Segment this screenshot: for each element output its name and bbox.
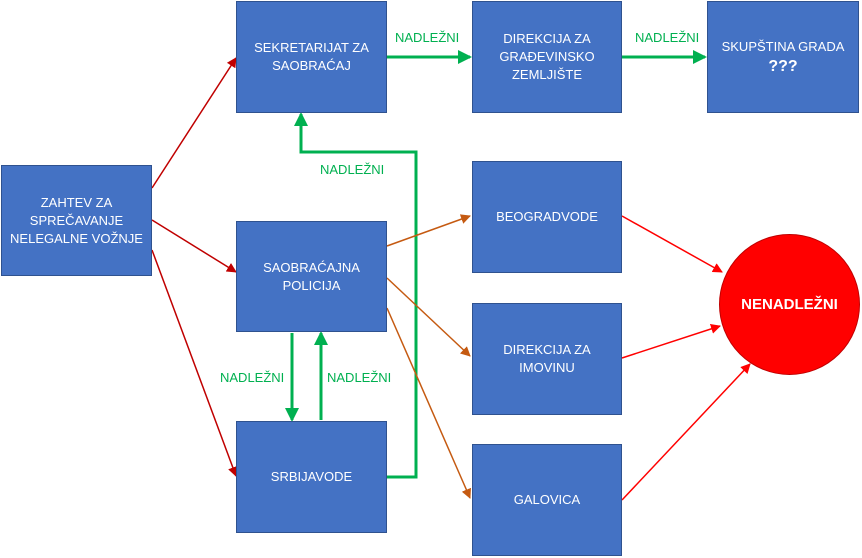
node-galovica: GALOVICA <box>472 444 622 556</box>
skupstina-label: SKUPŠTINA GRADA <box>721 39 845 54</box>
label-sekretarijat-to-direkcija: NADLEŽNI <box>395 30 460 45</box>
node-skupstina-grada: SKUPŠTINA GRADA ??? <box>707 1 859 113</box>
label-direkcija-to-skupstina: NADLEŽNI <box>635 30 700 45</box>
skupstina-question-marks: ??? <box>768 58 798 75</box>
node-srbijavode: SRBIJAVODE <box>236 421 387 533</box>
arrow-zahtev-to-policija <box>151 219 237 273</box>
label-policija-to-srbijavode: NADLEŽNI <box>220 370 285 385</box>
arrow-policija-to-direkcija-imovina <box>386 277 471 357</box>
node-beogradvode: BEOGRADVODE <box>472 161 622 273</box>
node-direkcija-imovina: DIREKCIJA ZA IMOVINU <box>472 303 622 415</box>
arrow-zahtev-to-srbijavode <box>151 249 238 477</box>
arrow-beogradvode-to-nenadlezni <box>621 215 723 273</box>
arrow-srbijavode-to-sekretarijat <box>294 112 418 479</box>
node-direkcija-gradjevinsko-zemljiste: DIREKCIJA ZA GRAĐEVINSKO ZEMLJIŠTE <box>472 1 622 113</box>
arrow-direkcija-imovina-to-nenadlezni <box>621 324 721 359</box>
label-srbijavode-to-policija: NADLEŽNI <box>327 370 392 385</box>
label-srbijavode-to-sekretarijat: NADLEŽNI <box>320 162 385 177</box>
arrow-policija-to-beogradvode <box>386 214 471 247</box>
arrow-zahtev-to-sekretarijat <box>151 57 237 189</box>
arrow-galovica-to-nenadlezni <box>621 363 751 501</box>
node-sekretarijat: SEKRETARIJAT ZA SAOBRAĆAJ <box>236 1 387 113</box>
node-zahtev: ZAHTEV ZA SPREČAVANJE NELEGALNE VOŽNJE <box>1 165 152 276</box>
node-saobracajna-policija: SAOBRAĆAJNA POLICIJA <box>236 221 387 332</box>
arrow-policija-to-galovica <box>386 307 471 499</box>
node-nenadlezni: NENADLEŽNI <box>719 234 860 375</box>
